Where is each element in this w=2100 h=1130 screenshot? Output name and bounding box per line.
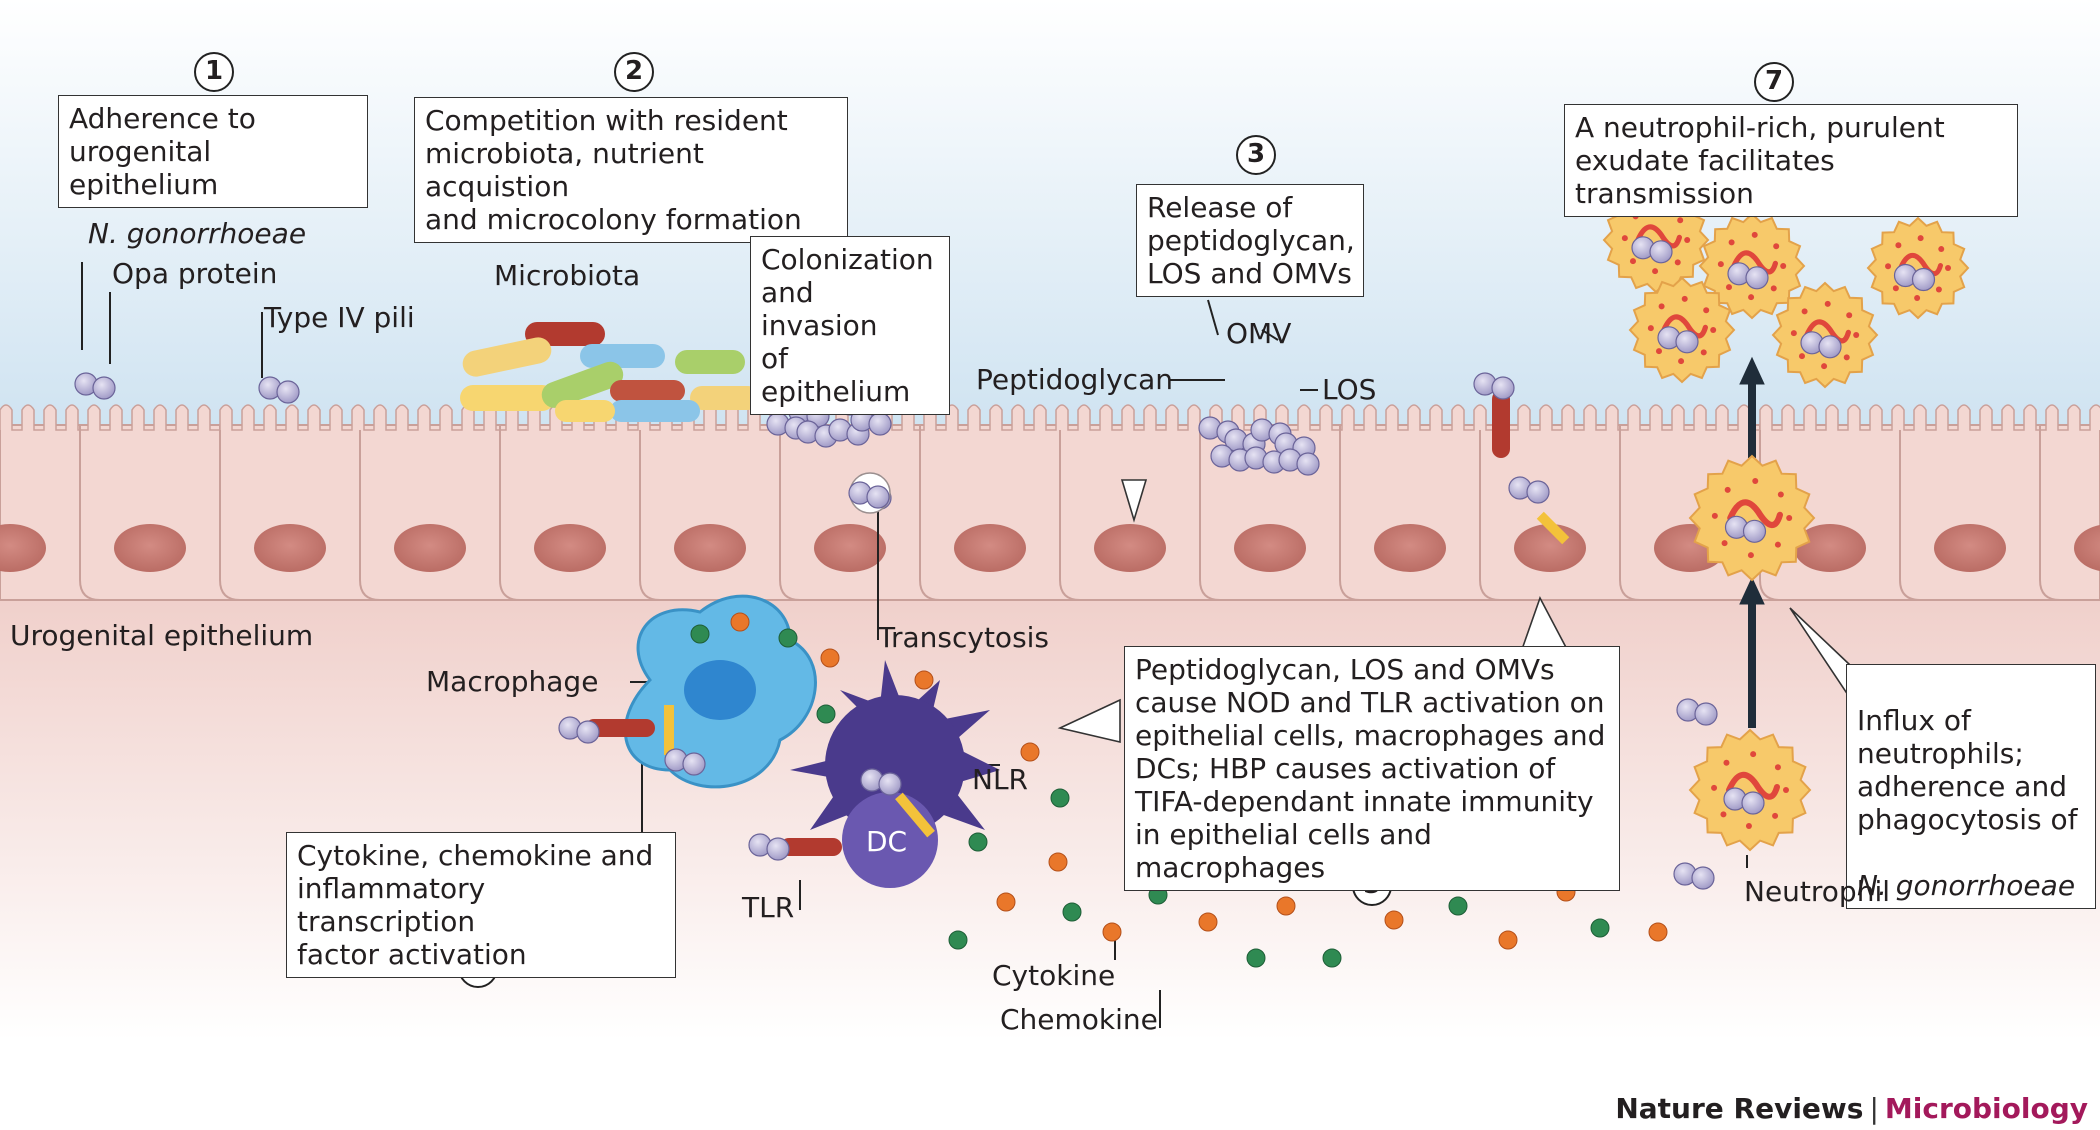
label-macrophage: Macrophage xyxy=(426,665,599,698)
step-4-box: Cytokine, chemokine and inflammatory tra… xyxy=(286,832,676,978)
journal-credit: Nature Reviews|Microbiology xyxy=(1615,1092,2088,1125)
label-chemokine: Chemokine xyxy=(1000,1003,1158,1036)
step-2-box: Competition with resident microbiota, nu… xyxy=(414,97,848,243)
label-n-gonorrhoeae: N. gonorrhoeae xyxy=(88,217,307,250)
journal-section: Microbiology xyxy=(1884,1092,2088,1125)
label-dc: DC xyxy=(866,825,908,858)
step-6-species: N. gonorrhoeae xyxy=(1857,869,2076,902)
step-6-text: Influx of neutrophils; adherence and pha… xyxy=(1857,704,2078,836)
colonization-box: Colonization and invasion of epithelium xyxy=(750,236,950,415)
label-type-iv-pili: Type IV pili xyxy=(264,301,415,334)
label-neutrophil: Neutrophil xyxy=(1744,875,1891,908)
label-los: LOS xyxy=(1322,373,1377,406)
step-6-box: Influx of neutrophils; adherence and pha… xyxy=(1846,664,2096,909)
label-cytokine: Cytokine xyxy=(992,959,1116,992)
journal-name: Nature Reviews xyxy=(1615,1092,1864,1125)
step-2-number: 2 xyxy=(614,52,654,92)
microbiota-rods xyxy=(460,322,760,422)
label-peptidoglycan: Peptidoglycan xyxy=(976,363,1173,396)
label-opa-protein: Opa protein xyxy=(112,257,278,290)
label-microbiota: Microbiota xyxy=(494,259,641,292)
macrophage xyxy=(585,594,817,789)
step-7-number: 7 xyxy=(1754,62,1794,102)
journal-separator: | xyxy=(1869,1092,1879,1125)
label-nlr: NLR xyxy=(972,763,1028,796)
step-3-number: 3 xyxy=(1236,135,1276,175)
gonococcus-release-cluster xyxy=(1198,416,1320,476)
step-7-box: A neutrophil-rich, purulent exudate faci… xyxy=(1564,104,2018,217)
label-omv: OMV xyxy=(1226,317,1292,350)
label-tlr: TLR xyxy=(742,891,795,924)
label-transcytosis: Transcytosis xyxy=(878,621,1050,654)
step-1-number: 1 xyxy=(194,52,234,92)
label-urogenital-epithelium: Urogenital epithelium xyxy=(10,619,314,652)
step-1-box: Adherence to urogenital epithelium xyxy=(58,95,368,208)
step-3-box: Release of peptidoglycan, LOS and OMVs xyxy=(1136,184,1364,297)
dendritic-cell xyxy=(780,660,1000,888)
step-5-box: Peptidoglycan, LOS and OMVs cause NOD an… xyxy=(1124,646,1620,891)
